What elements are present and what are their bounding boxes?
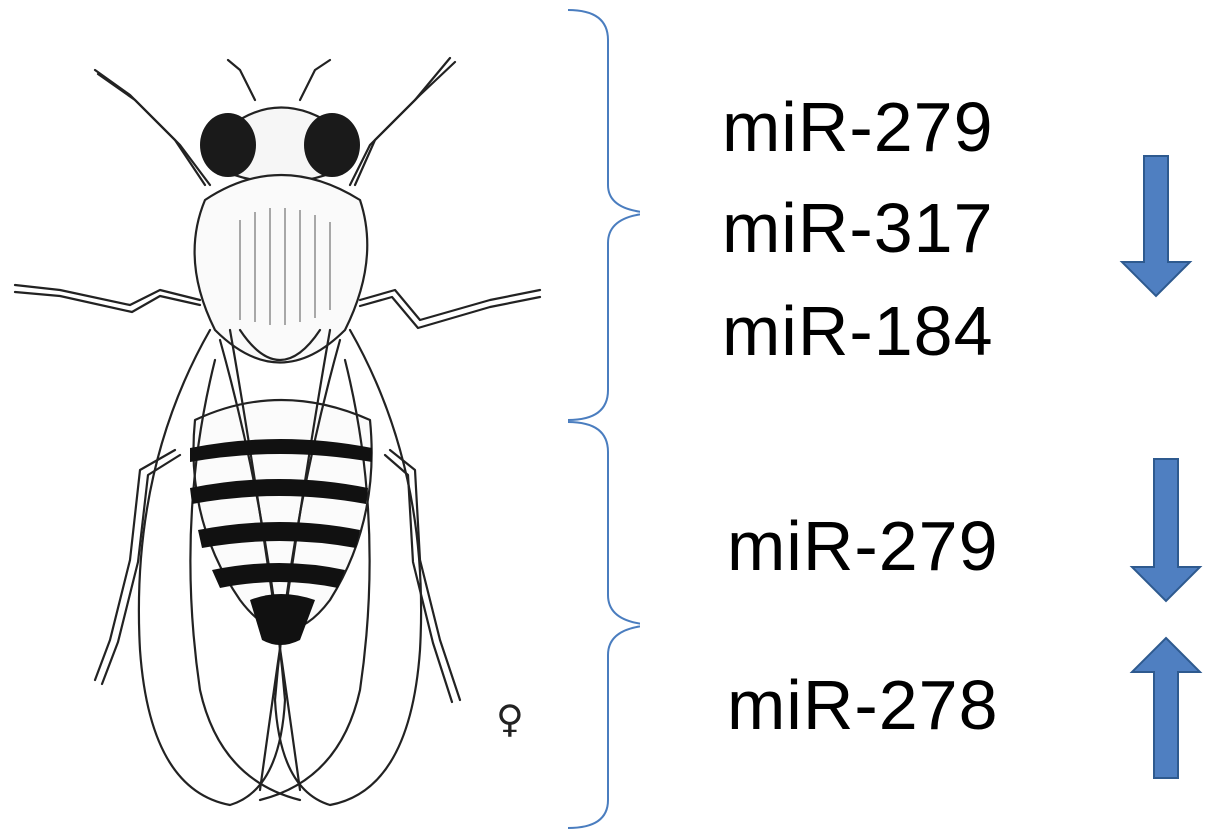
arrow-down-icon — [1128, 455, 1206, 605]
bracket-group1 — [568, 10, 640, 420]
label-mir-317: miR-317 — [722, 193, 994, 263]
arrow-up-icon — [1128, 634, 1206, 784]
brackets — [560, 0, 640, 832]
bracket-group2 — [568, 422, 640, 828]
label-mir-279-b: miR-279 — [727, 511, 999, 581]
label-mir-278: miR-278 — [727, 670, 999, 740]
female-symbol: ♀ — [496, 697, 524, 741]
label-mir-279-a: miR-279 — [722, 92, 994, 162]
label-mir-184: miR-184 — [722, 296, 994, 366]
arrow-down-icon — [1118, 150, 1198, 300]
